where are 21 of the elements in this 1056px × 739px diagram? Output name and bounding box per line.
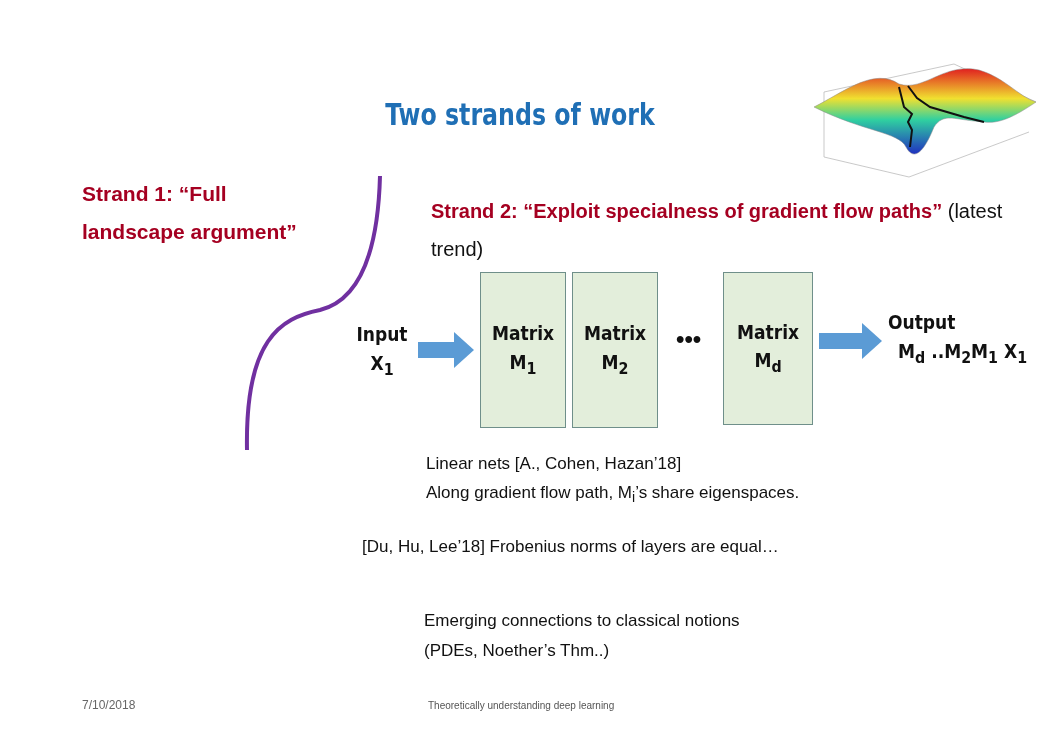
- matrix-box: [723, 272, 813, 425]
- slide-footer: Theoretically understanding deep learning: [428, 699, 688, 714]
- ellipsis-dots: •••: [676, 324, 703, 354]
- strand-heading: Strand 1: “Full landscape argument”: [82, 181, 298, 245]
- matrix-label: Matrix M$_{1}$: [491, 321, 555, 380]
- citation-text: Linear nets [A., Cohen, Hazan’18]: [426, 453, 683, 475]
- slide-title: Two strands of work: [384, 96, 656, 132]
- node-label: Output: [888, 310, 956, 335]
- matrix-label: Matrix M$_{d}$: [736, 320, 800, 379]
- citation-text: [Du, Hu, Lee’18] Frobenius norms of layers are equal…: [362, 536, 780, 558]
- note-text: Along gradient flow path, M$_{i}$’s share eigenspaces.: [426, 482, 801, 508]
- block-arrow: [418, 332, 474, 368]
- node-label: Input X$_{1}$: [355, 322, 409, 381]
- matrix-label: Matrix M$_{2}$: [583, 321, 647, 380]
- block-arrow: [819, 323, 882, 359]
- node-label: M$_{d}$ ..M$_{2}$M$_{1}$ X$_{1}$: [897, 338, 1028, 369]
- strand-heading: Strand 2: “Exploit specialness of gradient flow paths” (latest trend): [431, 199, 1004, 262]
- matrix-box: [480, 272, 566, 428]
- slide-date: 7/10/2018: [82, 697, 137, 714]
- note-text: Emerging connections to classical notions (PDEs, Noether’s Thm..): [424, 610, 741, 662]
- matrix-box: [572, 272, 658, 428]
